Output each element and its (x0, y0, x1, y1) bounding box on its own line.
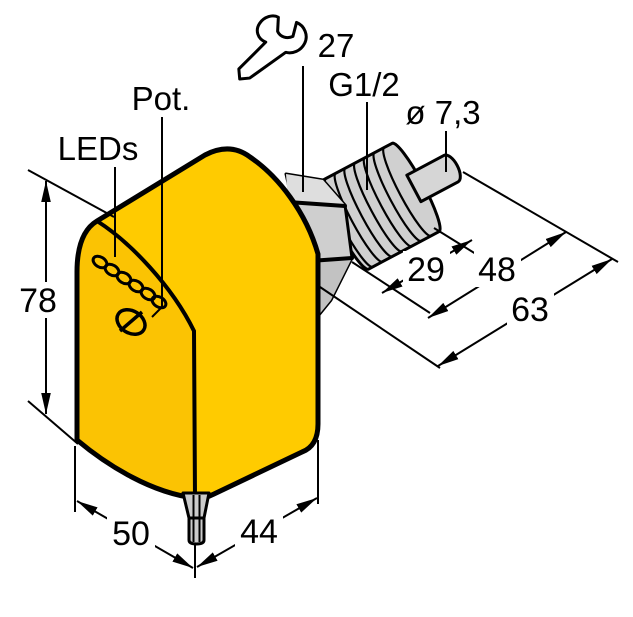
front-panel (91, 254, 168, 337)
dim-total-length-label: 63 (511, 291, 549, 329)
body-front-edge (95, 219, 197, 500)
tip-diameter-label: ø 7,3 (405, 94, 480, 131)
ext-height-top (27, 169, 115, 218)
hex-nut-top-face (286, 174, 345, 205)
leader-pot (151, 117, 163, 318)
dimension-labels: 78 50 44 29 48 63 (16, 251, 554, 553)
ext-height-bottom (27, 400, 79, 445)
wrench-icon (237, 14, 308, 81)
dim-width-label: 44 (240, 513, 278, 551)
pot-label: Pot. (132, 80, 191, 117)
dim-depth-label: 50 (112, 515, 150, 553)
dim-height-label: 78 (19, 282, 57, 320)
body-front-face (77, 221, 195, 498)
potentiometer-slot (118, 310, 144, 333)
dim-shaft-length-label: 48 (478, 251, 516, 289)
body-side-face (97, 148, 318, 499)
thread-size-label: G1/2 (328, 66, 400, 103)
sensor-body (74, 146, 321, 501)
potentiometer-screw (115, 307, 147, 337)
dim-thread-length-label: 29 (407, 251, 445, 289)
wrench-size-label: 27 (318, 27, 355, 64)
leds-label: LEDs (58, 130, 139, 167)
ext-body-face (319, 286, 441, 369)
callout-labels: LEDs Pot. 27 G1/2 ø 7,3 (58, 27, 481, 167)
probe-tip (405, 153, 462, 204)
cable-gland (181, 491, 211, 546)
ext-probe-tip (462, 171, 619, 263)
